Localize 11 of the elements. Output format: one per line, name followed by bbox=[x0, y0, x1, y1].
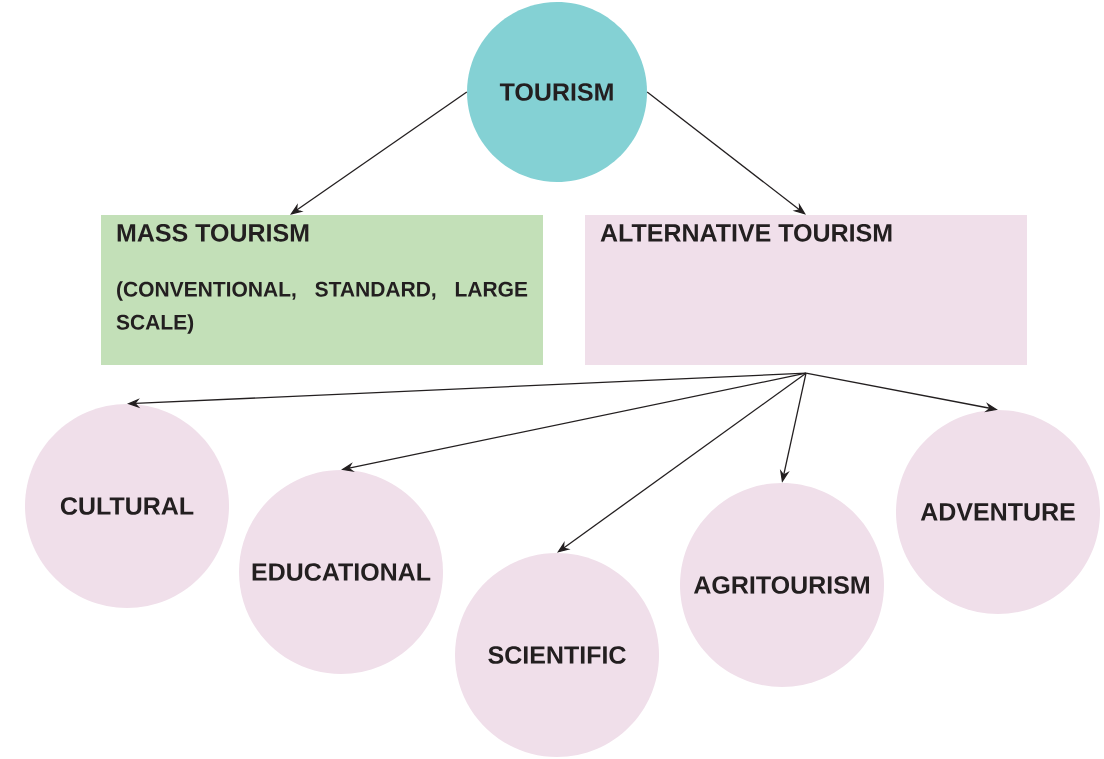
circle-node: SCIENTIFIC bbox=[455, 553, 659, 757]
circle-node: EDUCATIONAL bbox=[239, 470, 443, 674]
box-node: ALTERNATIVE TOURISM bbox=[585, 215, 1027, 365]
arrow bbox=[290, 91, 468, 215]
arrow bbox=[646, 91, 806, 215]
circle-node: AGRITOURISM bbox=[680, 483, 884, 687]
box-node: MASS TOURISM (CONVENTIONAL, STANDARD, LARGE SCALE) bbox=[101, 215, 543, 365]
circle-node: CULTURAL bbox=[25, 404, 229, 608]
circle-node: ADVENTURE bbox=[896, 410, 1100, 614]
arrow bbox=[557, 372, 807, 553]
circle-node: TOURISM bbox=[467, 2, 647, 182]
